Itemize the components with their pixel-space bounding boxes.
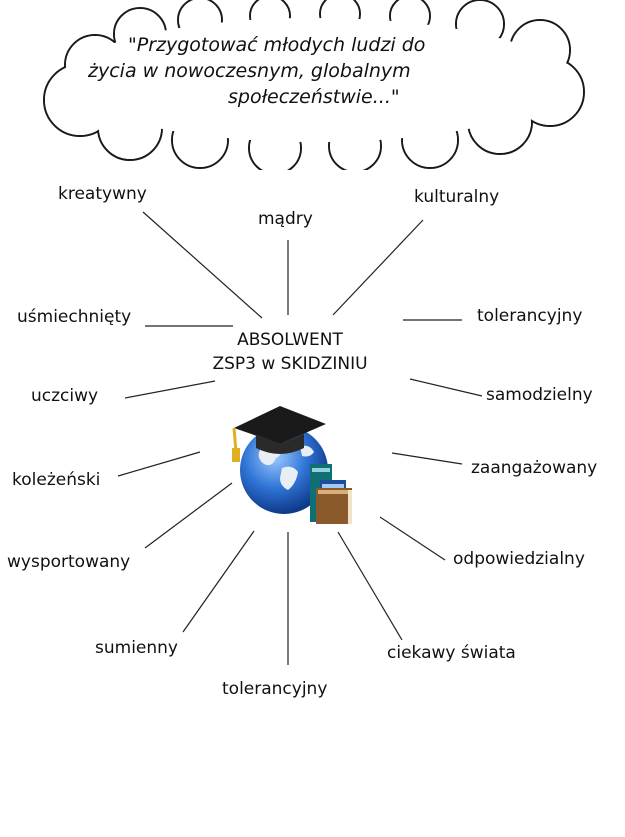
trait-kulturalny: kulturalny [414,187,500,207]
connector-ciekawy-swiata [337,531,403,641]
trait-sumienny: sumienny [95,638,178,658]
trait-tolerancyjny-right: tolerancyjny [477,306,583,326]
connector-samodzielny [409,378,483,397]
trait-uczciwy: uczciwy [31,386,99,406]
trait-tolerancyjny-bottom: tolerancyjny [222,679,328,699]
thought-cloud-icon [43,0,585,170]
center-title-line-1: ABSOLWENT [237,330,343,350]
connector-kreatywny [142,211,263,319]
trait-kreatywny: kreatywny [58,184,147,204]
trait-madry: mądry [258,209,313,229]
trait-odpowiedzialny: odpowiedzialny [453,549,585,569]
connector-kulturalny [332,219,424,316]
quote-line-3: społeczeństwie..." [228,86,400,108]
graduation-globe-books-icon [232,406,352,524]
trait-ciekawy-swiata: ciekawy świata [387,643,516,663]
connector-sumienny [182,530,255,633]
connector-wysportowany [144,482,233,549]
trait-samodzielny: samodzielny [486,385,593,405]
motto-quote: "Przygotować młodych ludzi do życia w no… [70,32,540,110]
trait-usmiechniety: uśmiechnięty [17,307,132,327]
connector-zaangazowany [391,452,463,465]
center-title-line-2: ZSP3 w SKIDZINIU [212,354,368,374]
quote-line-1: "Przygotować młodych ludzi do [128,34,426,56]
quote-line-2: życia w nowoczesnym, globalnym [88,60,411,82]
connector-odpowiedzialny [379,516,446,561]
trait-zaangazowany: zaangażowany [471,458,598,478]
connector-uczciwy [124,380,216,399]
trait-wysportowany: wysportowany [7,552,131,572]
trait-kolezenski: koleżeński [12,470,101,490]
center-node-title: ABSOLWENT ZSP3 w SKIDZINIU [160,328,420,376]
connector-kolezenski [117,451,201,477]
